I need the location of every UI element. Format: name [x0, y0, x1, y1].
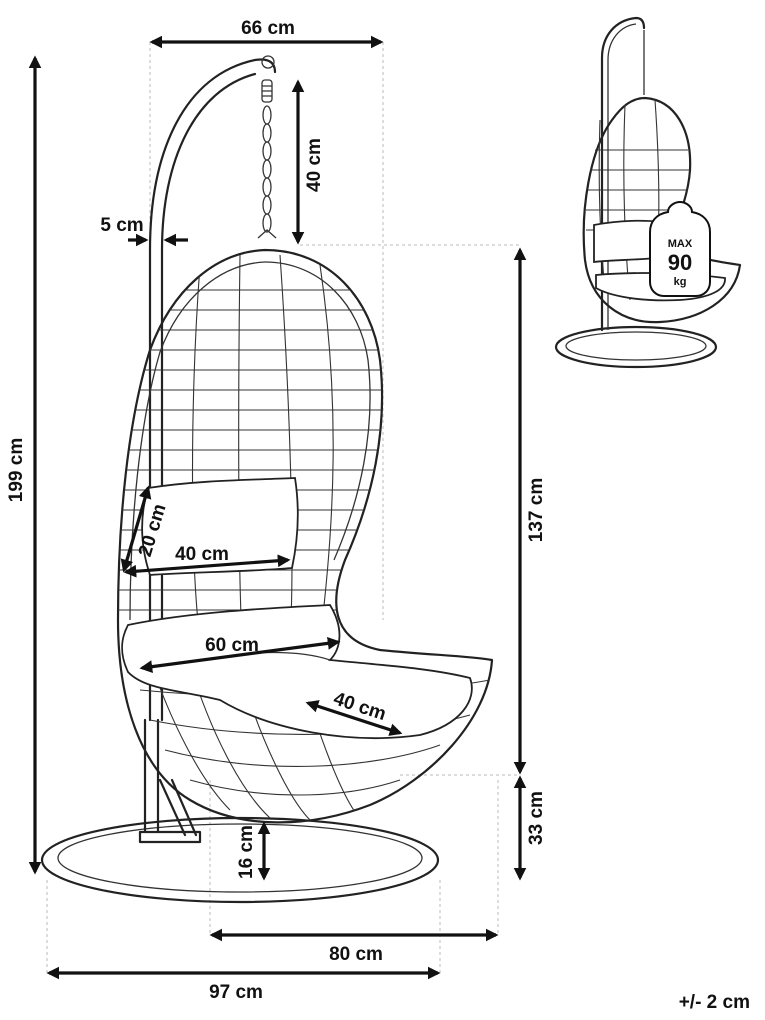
- label-total-height: 199 cm: [6, 438, 27, 502]
- basket-outline: [116, 248, 494, 824]
- seat-cushion: [121, 604, 473, 739]
- pole-inner: [160, 72, 257, 722]
- label-base-width: 97 cm: [209, 982, 263, 1003]
- label-base-gap: 16 cm: [236, 825, 257, 879]
- label-pillow-width: 40 cm: [175, 544, 229, 565]
- arrow-seat-depth: [305, 700, 403, 736]
- chain: [257, 105, 277, 239]
- label-basket-height: 137 cm: [526, 478, 547, 542]
- label-pole-thickness: 5 cm: [100, 215, 143, 236]
- base-ring-inner: [57, 823, 423, 893]
- dimension-arrows: [28, 35, 527, 980]
- dimension-labels: 66 cm 199 cm 40 cm 5 cm 20 cm 40 cm 60 c…: [6, 18, 750, 1013]
- badge-max-value: 90: [668, 250, 692, 275]
- label-tolerance: +/- 2 cm: [679, 992, 750, 1013]
- label-chain-length: 40 cm: [304, 138, 325, 192]
- badge-max-label: MAX: [668, 238, 693, 250]
- label-top-width: 66 cm: [241, 18, 295, 39]
- arrow-pillow-width: [123, 554, 291, 578]
- pole-outer: [148, 58, 277, 722]
- badge-max-unit: kg: [674, 276, 687, 288]
- label-seat-width: 60 cm: [205, 635, 259, 656]
- arrow-seat-width: [139, 637, 341, 673]
- label-seat-clearance: 33 cm: [526, 791, 547, 845]
- inset-thumbnail: MAX 90 kg: [554, 16, 742, 369]
- label-basket-width: 80 cm: [329, 944, 383, 965]
- max-weight-badge: MAX 90 kg: [649, 200, 711, 297]
